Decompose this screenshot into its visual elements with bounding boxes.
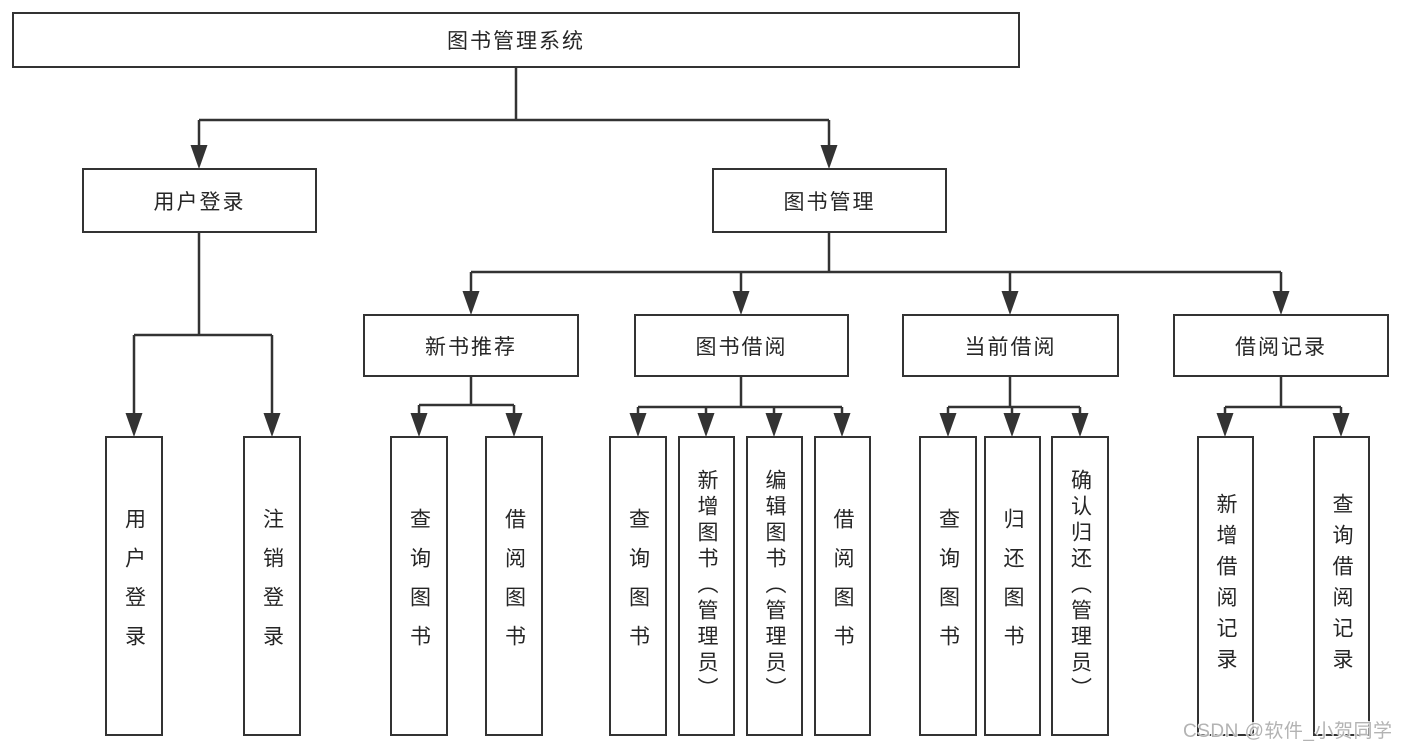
node-leaf-query-books-borrow-label: 查询图书 — [626, 508, 650, 664]
node-user-login-label: 用户登录 — [153, 190, 246, 214]
node-leaf-borrow-books-label: 借阅图书 — [831, 508, 854, 664]
node-borrowing-records-label: 借阅记录 — [1235, 335, 1327, 359]
node-leaf-query-borrow-record-label: 查询借阅记录 — [1330, 493, 1353, 679]
node-book-management-label: 图书管理 — [783, 190, 876, 214]
csdn-watermark: CSDN @软件_小贺同学 — [1183, 721, 1393, 742]
node-leaf-borrow-books-recommend-label: 借阅图书 — [502, 508, 526, 664]
node-leaf-add-books-admin-label: 新增图书（管理员） — [695, 469, 718, 703]
node-leaf-return-books: 归还图书 — [984, 436, 1041, 736]
node-leaf-logout-label: 注销登录 — [260, 508, 284, 664]
node-leaf-logout: 注销登录 — [243, 436, 301, 736]
node-leaf-borrow-books-recommend: 借阅图书 — [485, 436, 543, 736]
node-book-borrowing-label: 图书借阅 — [695, 335, 788, 359]
node-leaf-confirm-return-admin-label: 确认归还（管理员） — [1068, 469, 1092, 703]
node-current-borrowing: 当前借阅 — [902, 314, 1119, 377]
node-leaf-query-books-borrow: 查询图书 — [609, 436, 667, 736]
node-current-borrowing-label: 当前借阅 — [964, 335, 1057, 359]
node-leaf-add-borrow-record: 新增借阅记录 — [1197, 436, 1254, 736]
node-leaf-borrow-books: 借阅图书 — [814, 436, 871, 736]
node-leaf-query-books-recommend: 查询图书 — [390, 436, 448, 736]
node-leaf-user-login: 用户登录 — [105, 436, 163, 736]
node-leaf-confirm-return-admin: 确认归还（管理员） — [1051, 436, 1109, 736]
node-leaf-query-books-current-label: 查询图书 — [936, 508, 960, 664]
node-leaf-edit-books-admin: 编辑图书（管理员） — [746, 436, 803, 736]
node-library-management-system-label: 图书管理系统 — [447, 30, 585, 53]
node-book-borrowing: 图书借阅 — [634, 314, 849, 377]
node-leaf-user-login-label: 用户登录 — [122, 508, 146, 664]
node-new-book-recommendation: 新书推荐 — [363, 314, 579, 377]
node-leaf-return-books-label: 归还图书 — [1001, 508, 1024, 664]
node-new-book-recommendation-label: 新书推荐 — [425, 335, 517, 359]
node-book-management: 图书管理 — [712, 168, 947, 233]
node-library-management-system: 图书管理系统 — [12, 12, 1020, 68]
node-leaf-query-borrow-record: 查询借阅记录 — [1313, 436, 1370, 736]
node-leaf-query-books-current: 查询图书 — [919, 436, 977, 736]
node-borrowing-records: 借阅记录 — [1173, 314, 1389, 377]
node-leaf-edit-books-admin-label: 编辑图书（管理员） — [763, 469, 786, 703]
node-leaf-add-borrow-record-label: 新增借阅记录 — [1214, 493, 1237, 679]
node-leaf-add-books-admin: 新增图书（管理员） — [678, 436, 735, 736]
node-user-login: 用户登录 — [82, 168, 317, 233]
node-leaf-query-books-recommend-label: 查询图书 — [407, 508, 431, 664]
